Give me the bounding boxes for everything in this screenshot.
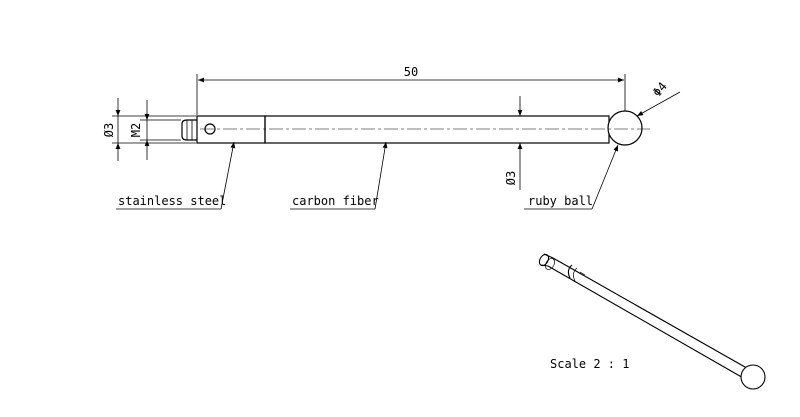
scale-text: Scale 2 : 1 [550,357,629,371]
carbon-fiber-section [264,115,610,144]
dimension-left-diameter [112,98,196,161]
ruby-ball [607,110,643,146]
iso-ruby-ball [740,364,766,390]
thread-dimension-text: M2 [129,123,143,137]
ball-diameter-text: Φ4 [650,79,670,99]
carbon-fiber-label: carbon fiber [292,194,379,208]
left-diameter-text: Ø3 [102,123,116,137]
thread-tip [181,119,197,141]
label-leaders [116,141,619,210]
stylus-side-view [181,110,650,146]
dimension-ball [636,91,681,117]
length-dimension-text: 50 [404,65,418,79]
stylus-isometric-view [538,253,766,390]
stainless-steel-label: stainless steel [118,194,226,208]
ruby-ball-label: ruby ball [528,194,593,208]
right-diameter-text: Ø3 [504,171,518,185]
dimension-thread [140,100,181,160]
dimension-length [196,74,626,115]
stainless-steel-section [196,115,266,144]
